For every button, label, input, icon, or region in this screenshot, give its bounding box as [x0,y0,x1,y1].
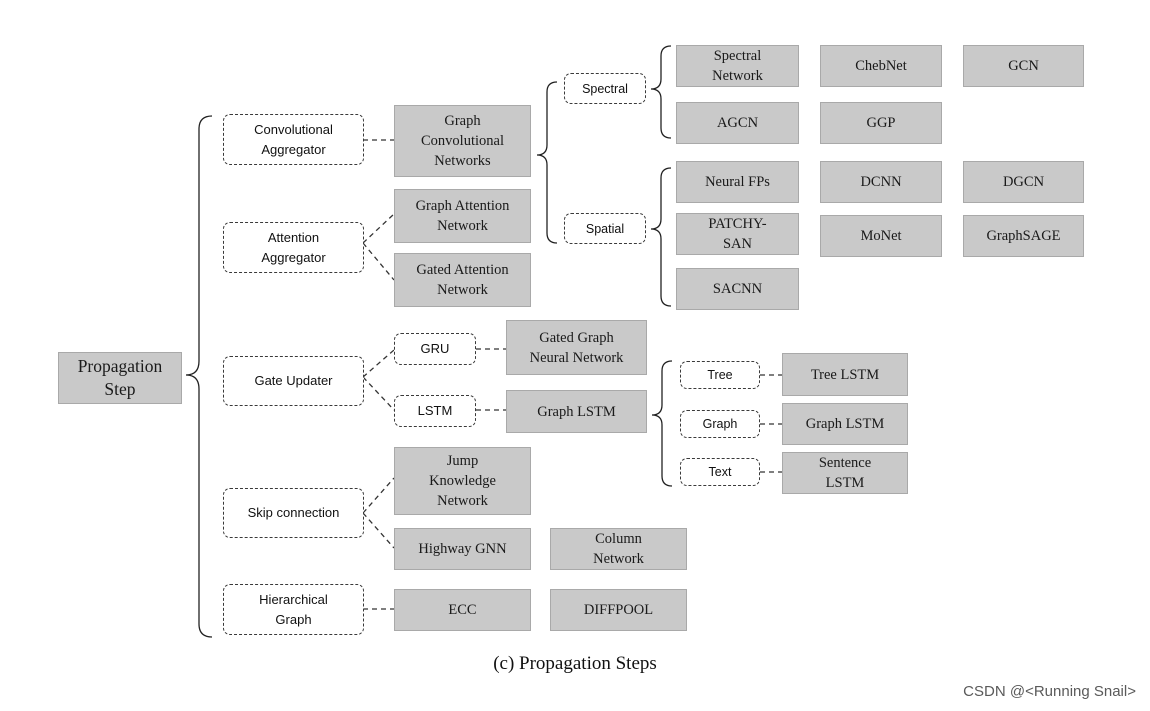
spectral-node: Spectral [564,73,646,104]
hierarchical-graph-node: Hierarchical Graph [223,584,364,635]
watermark: CSDN @<Running Snail> [963,683,1136,700]
skip-to-jkn-line [362,477,395,514]
skip-to-highway-line [362,512,395,549]
gcn-brace [536,81,558,244]
root-brace [185,115,213,638]
spatial-node: Spatial [564,213,646,244]
diffpool-node: DIFFPOOL [550,589,687,631]
spatial-model-node: DCNN [820,161,942,203]
spectral-model-node: GCN [963,45,1084,87]
spatial-brace [650,167,672,307]
spectral-model-node: ChebNet [820,45,942,87]
spectral-model-node: AGCN [676,102,799,144]
spectral-model-node: GGP [820,102,942,144]
figure-caption: (c) Propagation Steps [493,653,657,674]
spatial-model-node: MoNet [820,215,942,257]
gaan-node: Gated Attention Network [394,253,531,307]
gate-updater-node: Gate Updater [223,356,364,406]
ecc-node: ECC [394,589,531,631]
lstm-node: LSTM [394,395,476,427]
skip-connection-node: Skip connection [223,488,364,538]
spatial-model-node: DGCN [963,161,1084,203]
graph-lstm-node: Graph LSTM [506,390,647,433]
gcn-family-node: Graph Convolutional Networks [394,105,531,177]
column-network-node: Column Network [550,528,687,570]
highway-gnn-node: Highway GNN [394,528,531,570]
gru-node: GRU [394,333,476,365]
att-to-gaan-line [362,242,395,281]
attention-aggregator-node: Attention Aggregator [223,222,364,273]
tree-lstm-node: Tree LSTM [782,353,908,396]
jkn-node: Jump Knowledge Network [394,447,531,515]
convolutional-aggregator-node: Convolutional Aggregator [223,114,364,165]
gate-to-lstm-line [362,376,395,411]
spatial-model-node: GraphSAGE [963,215,1084,257]
spectral-brace [650,45,672,139]
spectral-model-node: Spectral Network [676,45,799,87]
spatial-model-node: SACNN [676,268,799,310]
root-node: Propagation Step [58,352,182,404]
sentence-lstm-node: Sentence LSTM [782,452,908,494]
gate-to-gru-line [362,349,395,378]
graph-lstm-variant-node: Graph LSTM [782,403,908,445]
ggnn-node: Gated Graph Neural Network [506,320,647,375]
spatial-model-node: Neural FPs [676,161,799,203]
att-to-gat-line [362,213,395,244]
graph-node: Graph [680,410,760,438]
gat-node: Graph Attention Network [394,189,531,243]
spatial-model-node: PATCHY- SAN [676,213,799,255]
lstm-variants-brace [651,360,673,487]
tree-node: Tree [680,361,760,389]
text-node: Text [680,458,760,486]
